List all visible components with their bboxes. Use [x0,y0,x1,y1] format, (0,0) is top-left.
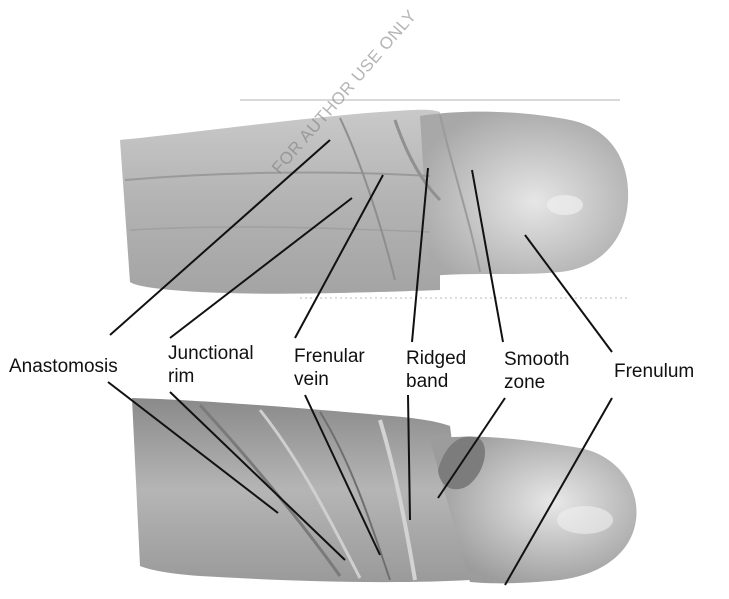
label-smooth-zone: Smooth zone [504,348,569,394]
top-specimen-image [120,110,628,294]
label-ridged-band: Ridged band [406,347,466,393]
label-frenular-vein: Frenular vein [294,345,365,391]
label-junctional-rim: Junctional rim [168,342,254,388]
label-anastomosis: Anastomosis [9,355,118,378]
bottom-specimen-image [132,398,637,583]
label-frenulum: Frenulum [614,360,694,383]
